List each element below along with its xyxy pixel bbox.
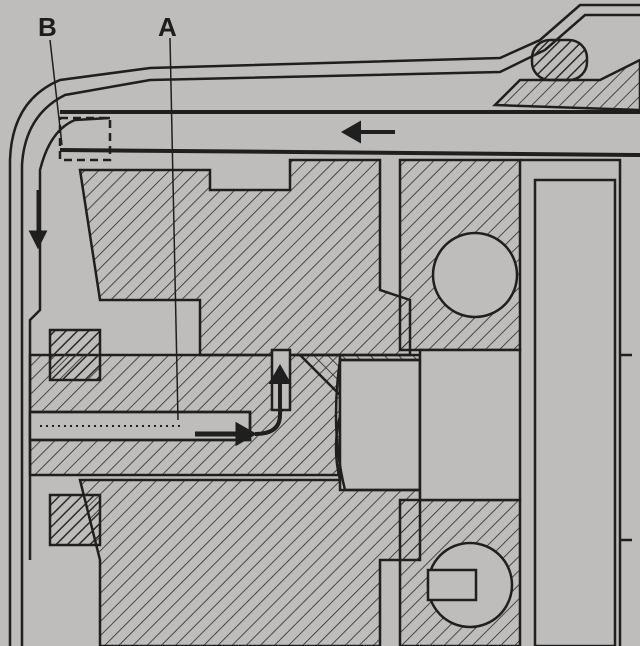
leader-a xyxy=(169,37,179,421)
output-housing xyxy=(520,158,622,646)
passage-b xyxy=(58,116,112,162)
ball-bearing-upper xyxy=(431,231,519,319)
outer-housing xyxy=(8,3,640,646)
label-a: A xyxy=(158,12,177,42)
flow-arrow-down xyxy=(28,190,48,250)
gear-upper xyxy=(78,158,412,357)
flow-arrow-right xyxy=(195,421,258,447)
needle-bearing-upper xyxy=(48,328,102,382)
seal-ring xyxy=(530,38,589,82)
leader-b xyxy=(49,39,63,146)
gear-lower xyxy=(78,478,422,646)
label-b: B xyxy=(38,12,57,42)
flow-arrow-top xyxy=(340,120,395,144)
